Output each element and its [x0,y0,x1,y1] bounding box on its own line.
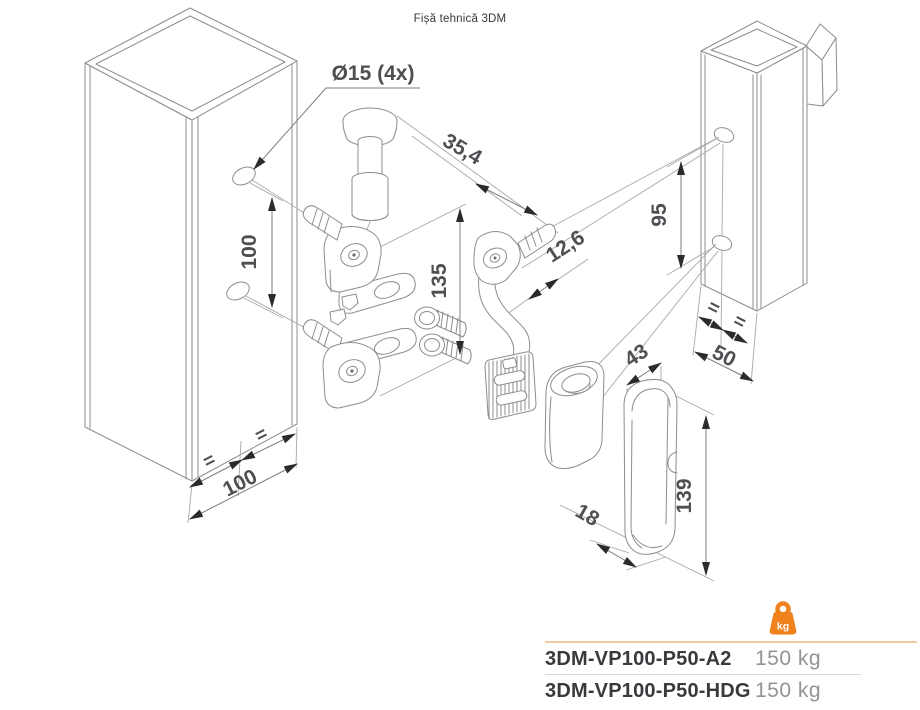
svg-text:=: = [730,310,749,334]
post-hole-top [232,166,256,186]
svg-text:139: 139 [673,478,696,513]
svg-text:135: 135 [428,263,451,298]
product-code: 3DM-VP100-P50-A2 [545,647,732,670]
gate-profile [700,20,838,312]
set-screw-1 [414,306,467,338]
svg-text:100: 100 [219,465,261,501]
bracket-interlock-tabs [329,293,359,326]
mounting-pin-gate [517,223,556,259]
wall-bracket-upper [302,205,416,314]
svg-text:100: 100 [238,234,261,269]
gate-frame-stub [805,23,838,107]
svg-text:18: 18 [571,500,603,532]
svg-text:43: 43 [620,340,652,372]
product-code: 3DM-VP100-P50-HDG [545,679,751,702]
dim-bracket-pin-spacing: 135 [428,208,464,355]
table-divider-mid [545,674,861,675]
dim-label-hole-diameter: Ø15 (4x) [332,62,415,85]
mounting-pin-upper [302,205,343,241]
dim-cap-width: 43 [620,340,662,386]
dim-cap-height: 139 [673,415,710,576]
dim-post-hole-spacing: 100 [238,197,276,308]
dim-hole-diameter: Ø15 (4x) [253,62,420,170]
dim-bracket-plate-width: 35,4 [439,129,538,216]
post-hole-bottom [226,281,250,301]
cover-cap [623,379,678,555]
table-row: 3DM-VP100-P50-A2 150 kg [545,645,917,673]
svg-text:50: 50 [708,341,739,372]
table-divider-top [545,641,917,643]
gate-hole-bottom [711,235,733,251]
adjustment-plate [484,351,537,420]
gate-hole-top [713,127,735,143]
svg-text:95: 95 [648,203,671,227]
spec-table: kg 3DM-VP100-P50-A2 150 kg 3DM-VP100-P50… [545,598,917,708]
svg-text:=: = [704,296,723,320]
wall-post [84,7,298,482]
hinge-body [544,361,605,470]
wall-bracket-lower [302,319,417,409]
dim-gate-post-width: = = 50 [694,296,754,382]
page-title: Fișă tehnică 3DM [413,13,507,25]
projection-lines [187,115,758,582]
weight-capacity: 150 kg [755,647,822,670]
weight-capacity: 150 kg [755,679,822,702]
set-screw-2 [419,333,472,365]
gate-bracket [473,223,556,420]
weight-capacity-icon: kg [765,600,801,640]
dim-gate-hole-spacing: 95 [648,161,685,269]
dimensions: Ø15 (4x) 100 35,4 135 12,6 [189,62,754,576]
kg-icon-label: kg [777,621,789,633]
hinge-pin [342,107,398,221]
table-row: 3DM-VP100-P50-HDG 150 kg [545,677,917,705]
